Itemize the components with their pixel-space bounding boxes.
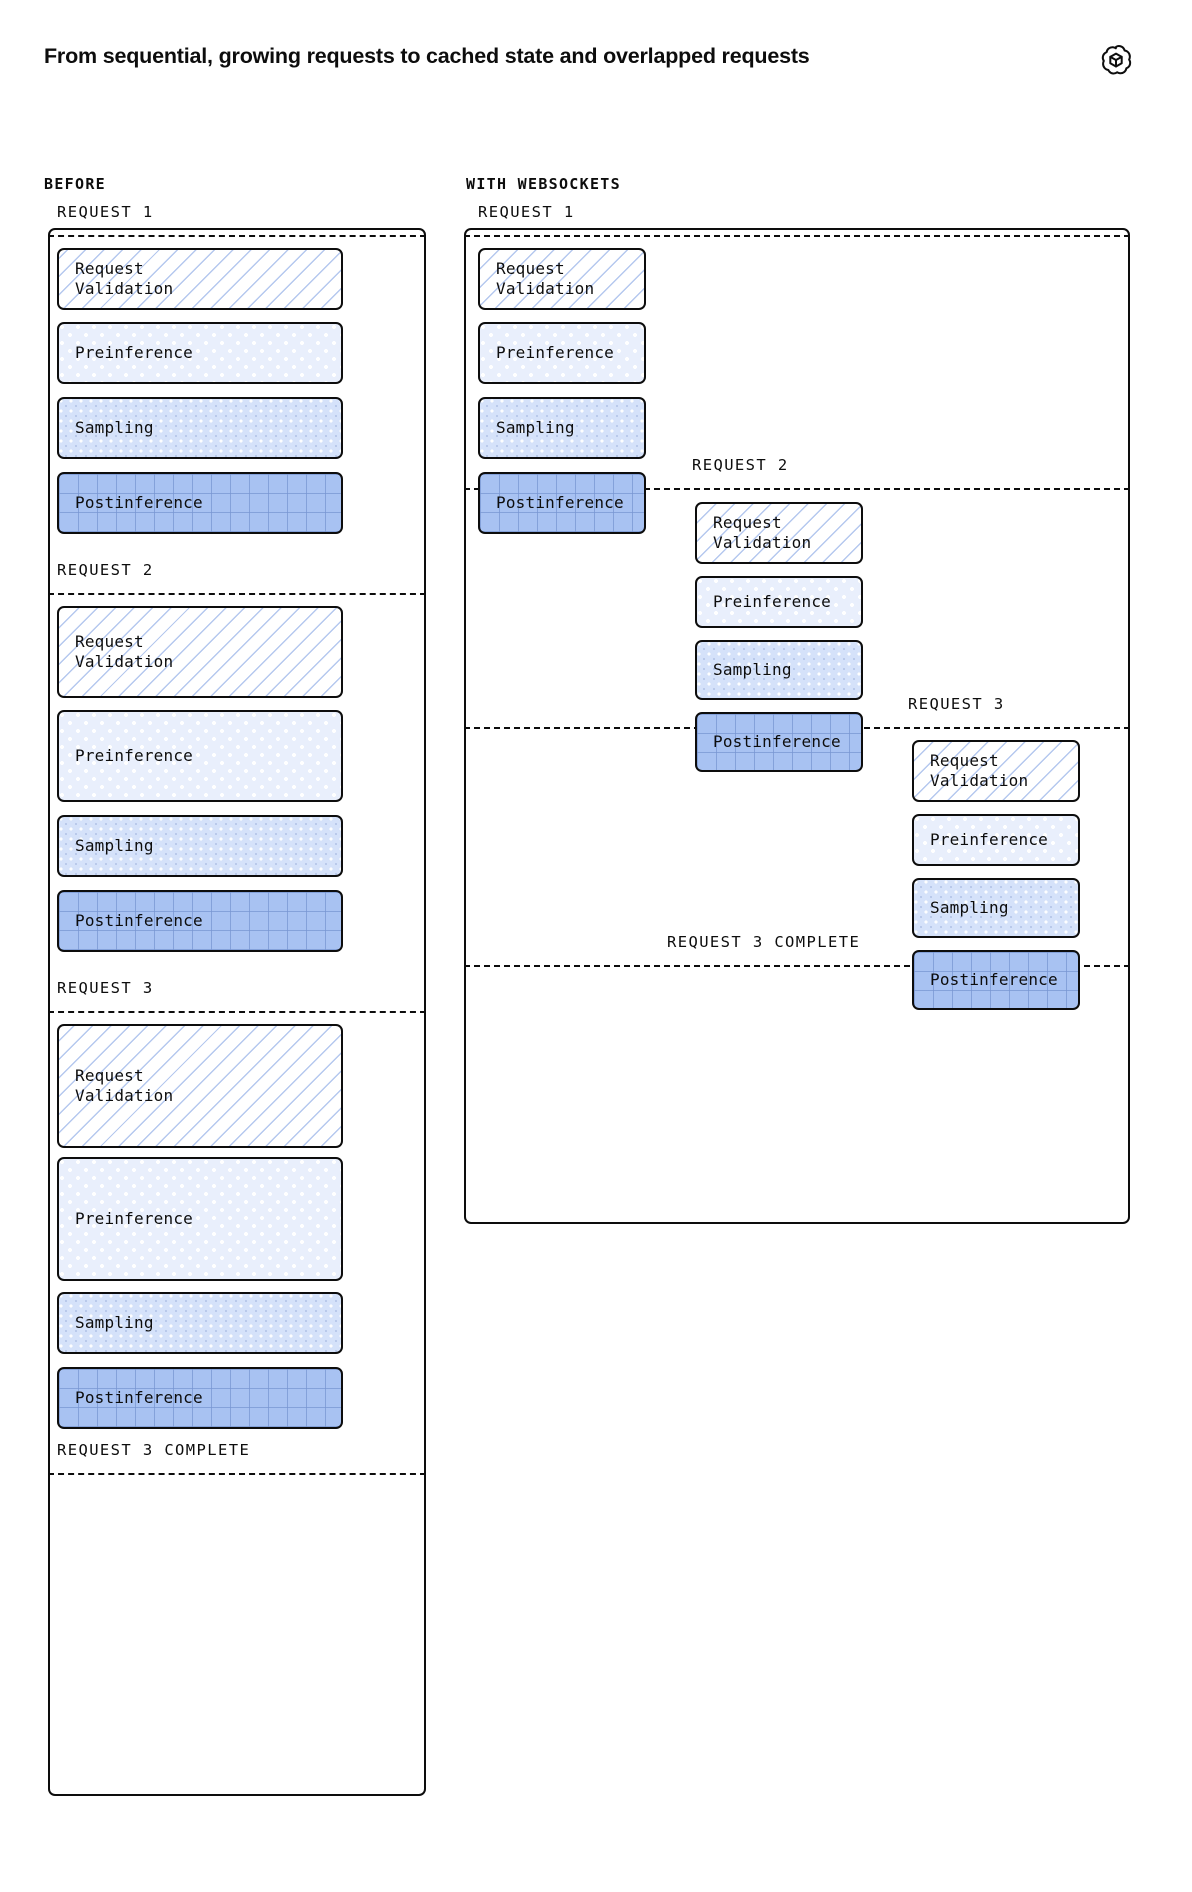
- stage-sampling: Sampling: [912, 878, 1080, 938]
- divider-line-before-request-3-complete: [48, 1473, 426, 1475]
- stage-request-validation: Request Validation: [695, 502, 863, 564]
- stage-preinference: Preinference: [478, 322, 646, 384]
- stage-postinference: Postinference: [57, 890, 343, 952]
- stage-request-validation: Request Validation: [478, 248, 646, 310]
- stage-label: Request Validation: [930, 751, 1029, 790]
- divider-label-ws-request-1: REQUEST 1: [478, 203, 575, 221]
- divider-line-ws-request-2: [464, 488, 1130, 490]
- stage-label: Request Validation: [75, 632, 174, 671]
- stage-label: Postinference: [75, 493, 203, 512]
- page-title: From sequential, growing requests to cac…: [44, 44, 810, 68]
- divider-line-before-request-1: [48, 235, 426, 237]
- stage-label: Postinference: [75, 1388, 203, 1407]
- stage-label: Request Validation: [75, 259, 174, 298]
- page-header: From sequential, growing requests to cac…: [0, 0, 1192, 110]
- stage-sampling: Sampling: [57, 397, 343, 459]
- stage-label: Preinference: [75, 746, 193, 765]
- stage-label: Sampling: [75, 1313, 154, 1332]
- stage-label: Postinference: [930, 970, 1058, 989]
- stage-sampling: Sampling: [57, 1292, 343, 1354]
- stage-label: Request Validation: [75, 1066, 174, 1105]
- stage-label: Postinference: [496, 493, 624, 512]
- stage-request-validation: Request Validation: [57, 1024, 343, 1148]
- stage-postinference: Postinference: [57, 472, 343, 534]
- divider-line-ws-request-3-complete: [464, 965, 1130, 967]
- stage-sampling: Sampling: [57, 815, 343, 877]
- stage-preinference: Preinference: [57, 1157, 343, 1281]
- stage-sampling: Sampling: [695, 640, 863, 700]
- stage-label: Sampling: [75, 836, 154, 855]
- stage-label: Sampling: [496, 418, 575, 437]
- stage-postinference: Postinference: [912, 950, 1080, 1010]
- stage-postinference: Postinference: [478, 472, 646, 534]
- stage-label: Request Validation: [713, 513, 812, 552]
- stage-label: Preinference: [496, 343, 614, 362]
- stage-request-validation: Request Validation: [912, 740, 1080, 802]
- stage-label: Preinference: [75, 1209, 193, 1228]
- stage-preinference: Preinference: [57, 322, 343, 384]
- stage-preinference: Preinference: [57, 710, 343, 802]
- divider-label-ws-request-3-complete: REQUEST 3 COMPLETE: [667, 933, 861, 951]
- divider-label-before-request-3-complete: REQUEST 3 COMPLETE: [57, 1441, 251, 1459]
- stage-preinference: Preinference: [912, 814, 1080, 866]
- stage-label: Request Validation: [496, 259, 595, 298]
- column-heading-with-websockets: WITH WEBSOCKETS: [466, 175, 621, 193]
- divider-label-ws-request-2: REQUEST 2: [692, 456, 789, 474]
- stage-label: Preinference: [75, 343, 193, 362]
- divider-label-before-request-3: REQUEST 3: [57, 979, 154, 997]
- divider-line-ws-request-1: [464, 235, 1130, 237]
- divider-line-before-request-2: [48, 593, 426, 595]
- divider-label-before-request-1: REQUEST 1: [57, 203, 154, 221]
- stage-request-validation: Request Validation: [57, 248, 343, 310]
- stage-label: Sampling: [930, 898, 1009, 917]
- stage-label: Sampling: [75, 418, 154, 437]
- stage-postinference: Postinference: [695, 712, 863, 772]
- stage-preinference: Preinference: [695, 576, 863, 628]
- divider-label-before-request-2: REQUEST 2: [57, 561, 154, 579]
- stage-sampling: Sampling: [478, 397, 646, 459]
- stage-label: Postinference: [713, 732, 841, 751]
- stage-label: Sampling: [713, 660, 792, 679]
- stage-postinference: Postinference: [57, 1367, 343, 1429]
- divider-line-before-request-3: [48, 1011, 426, 1013]
- column-heading-before: BEFORE: [44, 175, 106, 193]
- stage-label: Postinference: [75, 911, 203, 930]
- stage-request-validation: Request Validation: [57, 606, 343, 698]
- stage-label: Preinference: [713, 592, 831, 611]
- divider-label-ws-request-3: REQUEST 3: [908, 695, 1005, 713]
- openai-logo-icon: [1097, 42, 1135, 80]
- stage-label: Preinference: [930, 830, 1048, 849]
